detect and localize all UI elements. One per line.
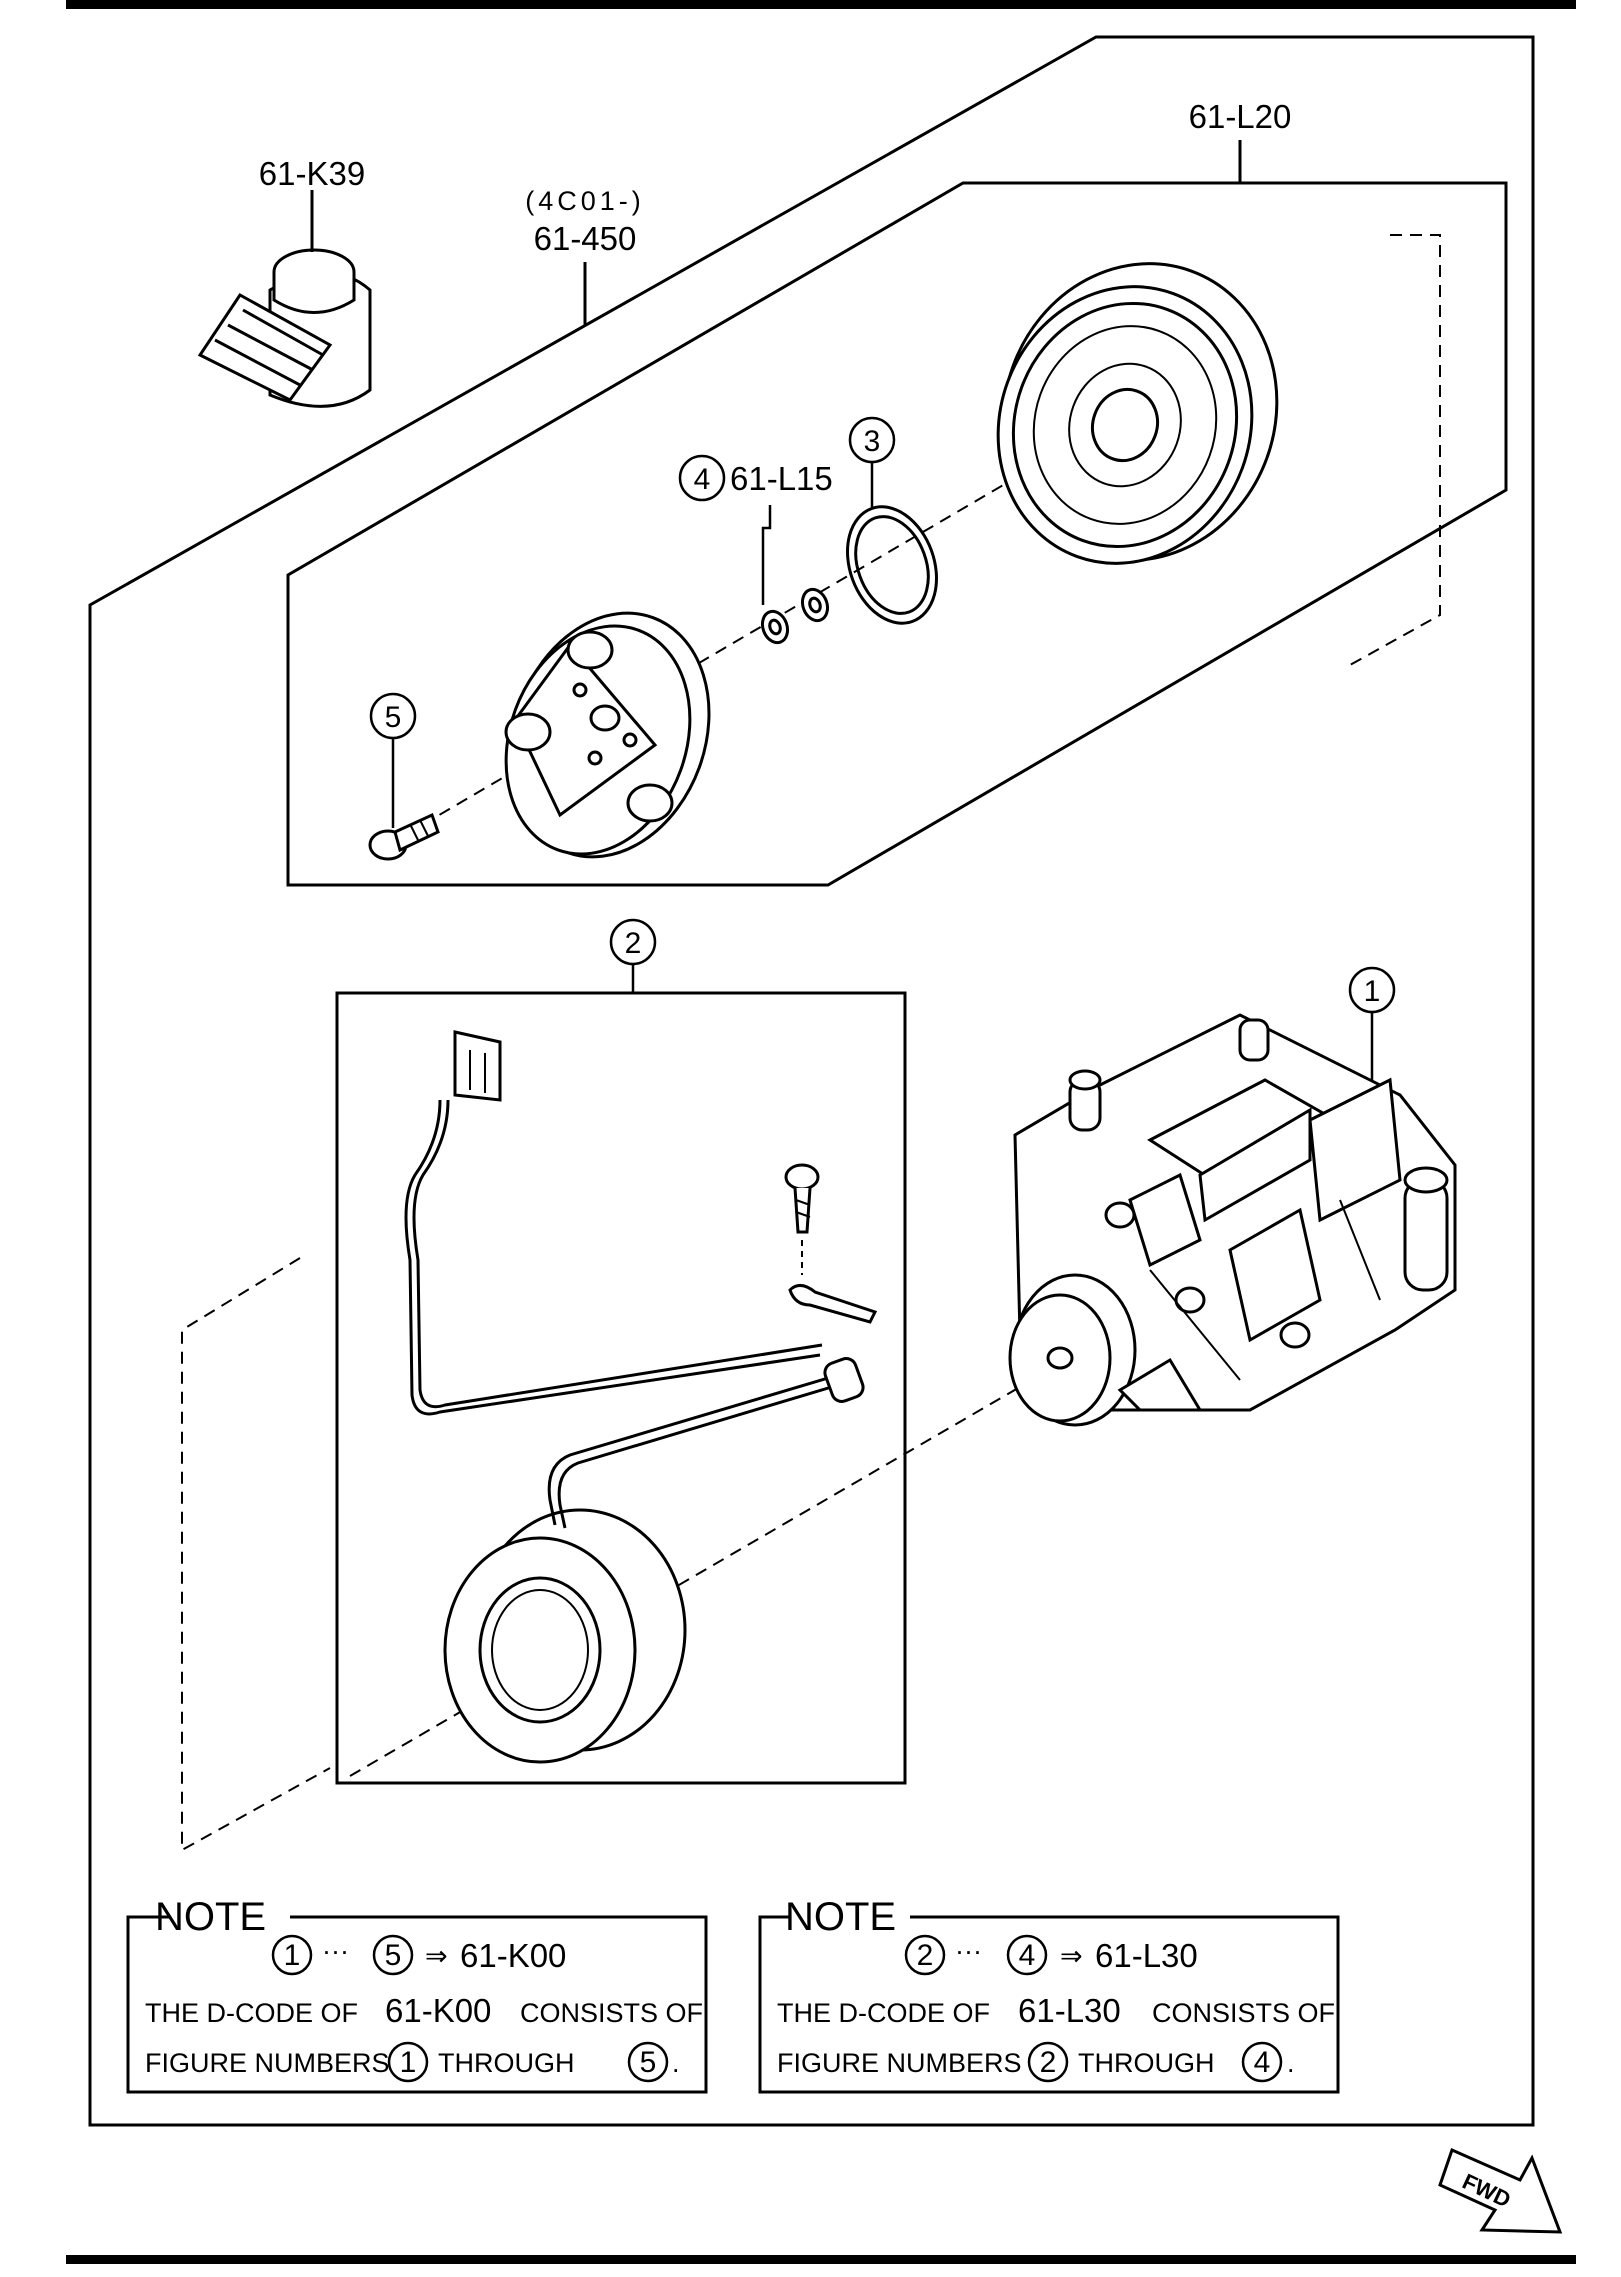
note-2-line2-mid: THROUGH — [1078, 2048, 1215, 2078]
note-2-line2-from: 2 — [1040, 2046, 1057, 2079]
note-1-line2-end: . — [672, 2048, 680, 2078]
note-1-line1-suffix: CONSISTS OF — [520, 1998, 703, 2028]
note-1-range-start: 1 — [284, 1939, 301, 1972]
top-rule — [66, 0, 1576, 9]
kit-date-callout: (4C01-) — [525, 186, 645, 216]
callout-3: 3 — [864, 425, 881, 458]
note-2-heading: NOTE — [785, 1895, 896, 1939]
bottom-rule — [66, 2255, 1576, 2264]
note-box-1: NOTE 1 ··· 5 ⇒ 61-K00 THE D-CODE OF 61-K… — [126, 1895, 708, 2094]
callout-2: 2 — [625, 927, 642, 960]
note-2-line2-end: . — [1287, 2048, 1295, 2078]
note-1-heading: NOTE — [155, 1895, 266, 1939]
note-2-line1-code: 61-L30 — [1018, 1992, 1121, 2029]
note-2-range-start: 2 — [917, 1939, 934, 1972]
sensor-callout: 61-K39 — [259, 155, 365, 192]
callout-1: 1 — [1364, 975, 1381, 1008]
callout-4-circle — [678, 454, 726, 502]
note-1-target: 61-K00 — [460, 1937, 566, 1974]
shim-leader — [761, 505, 772, 605]
sensor-part — [197, 248, 372, 408]
pulley-part — [996, 262, 1279, 565]
note-2-line2-to: 4 — [1254, 2046, 1271, 2079]
shim-callout: 61-L15 — [730, 460, 833, 497]
note-1-line2-to: 5 — [640, 2046, 657, 2079]
note-1-line2-prefix: FIGURE NUMBERS — [145, 2048, 390, 2078]
note-2-arrow: ⇒ — [1060, 1941, 1083, 1971]
note-2-line1-prefix: THE D-CODE OF — [777, 1998, 990, 2028]
note-1-line2-from: 1 — [400, 2046, 417, 2079]
bolt-part — [368, 812, 440, 861]
note-box-2: NOTE 2 ··· 4 ⇒ 61-L30 THE D-CODE OF 61-L… — [758, 1895, 1340, 2094]
note-1-line1-prefix: THE D-CODE OF — [145, 1998, 358, 2028]
callout-5: 5 — [385, 701, 402, 734]
armature-part — [504, 611, 711, 859]
kit-callout: 61-450 — [534, 220, 637, 257]
note-2-line2-prefix: FIGURE NUMBERS — [777, 2048, 1022, 2078]
note-1-line1-code: 61-K00 — [385, 1992, 491, 2029]
clutch-outline — [286, 181, 1508, 887]
note-2-target: 61-L30 — [1095, 1937, 1198, 1974]
snap-ring-part — [846, 505, 938, 625]
field-coil-part — [443, 1508, 687, 1764]
coil-outline — [335, 991, 907, 1785]
kit-outline — [88, 35, 1535, 2127]
note-2-range-sep: ··· — [955, 1936, 982, 1966]
wire-harness-part — [404, 1030, 865, 1529]
note-1-line2-mid: THROUGH — [438, 2048, 575, 2078]
note-2-range-end: 4 — [1019, 1939, 1036, 1972]
shim-part — [760, 587, 830, 645]
clutch-callout: 61-L20 — [1189, 98, 1292, 135]
note-1-arrow: ⇒ — [425, 1941, 448, 1971]
compressor-part — [1008, 1013, 1457, 1427]
callout-4: 4 — [694, 463, 711, 496]
ground-screw-part — [784, 1163, 878, 1324]
note-2-line1-suffix: CONSISTS OF — [1152, 1998, 1335, 2028]
note-1-range-end: 5 — [385, 1939, 402, 1972]
note-1-range-sep: ··· — [322, 1936, 349, 1966]
fwd-arrow-icon: FWD — [1438, 2147, 1563, 2234]
